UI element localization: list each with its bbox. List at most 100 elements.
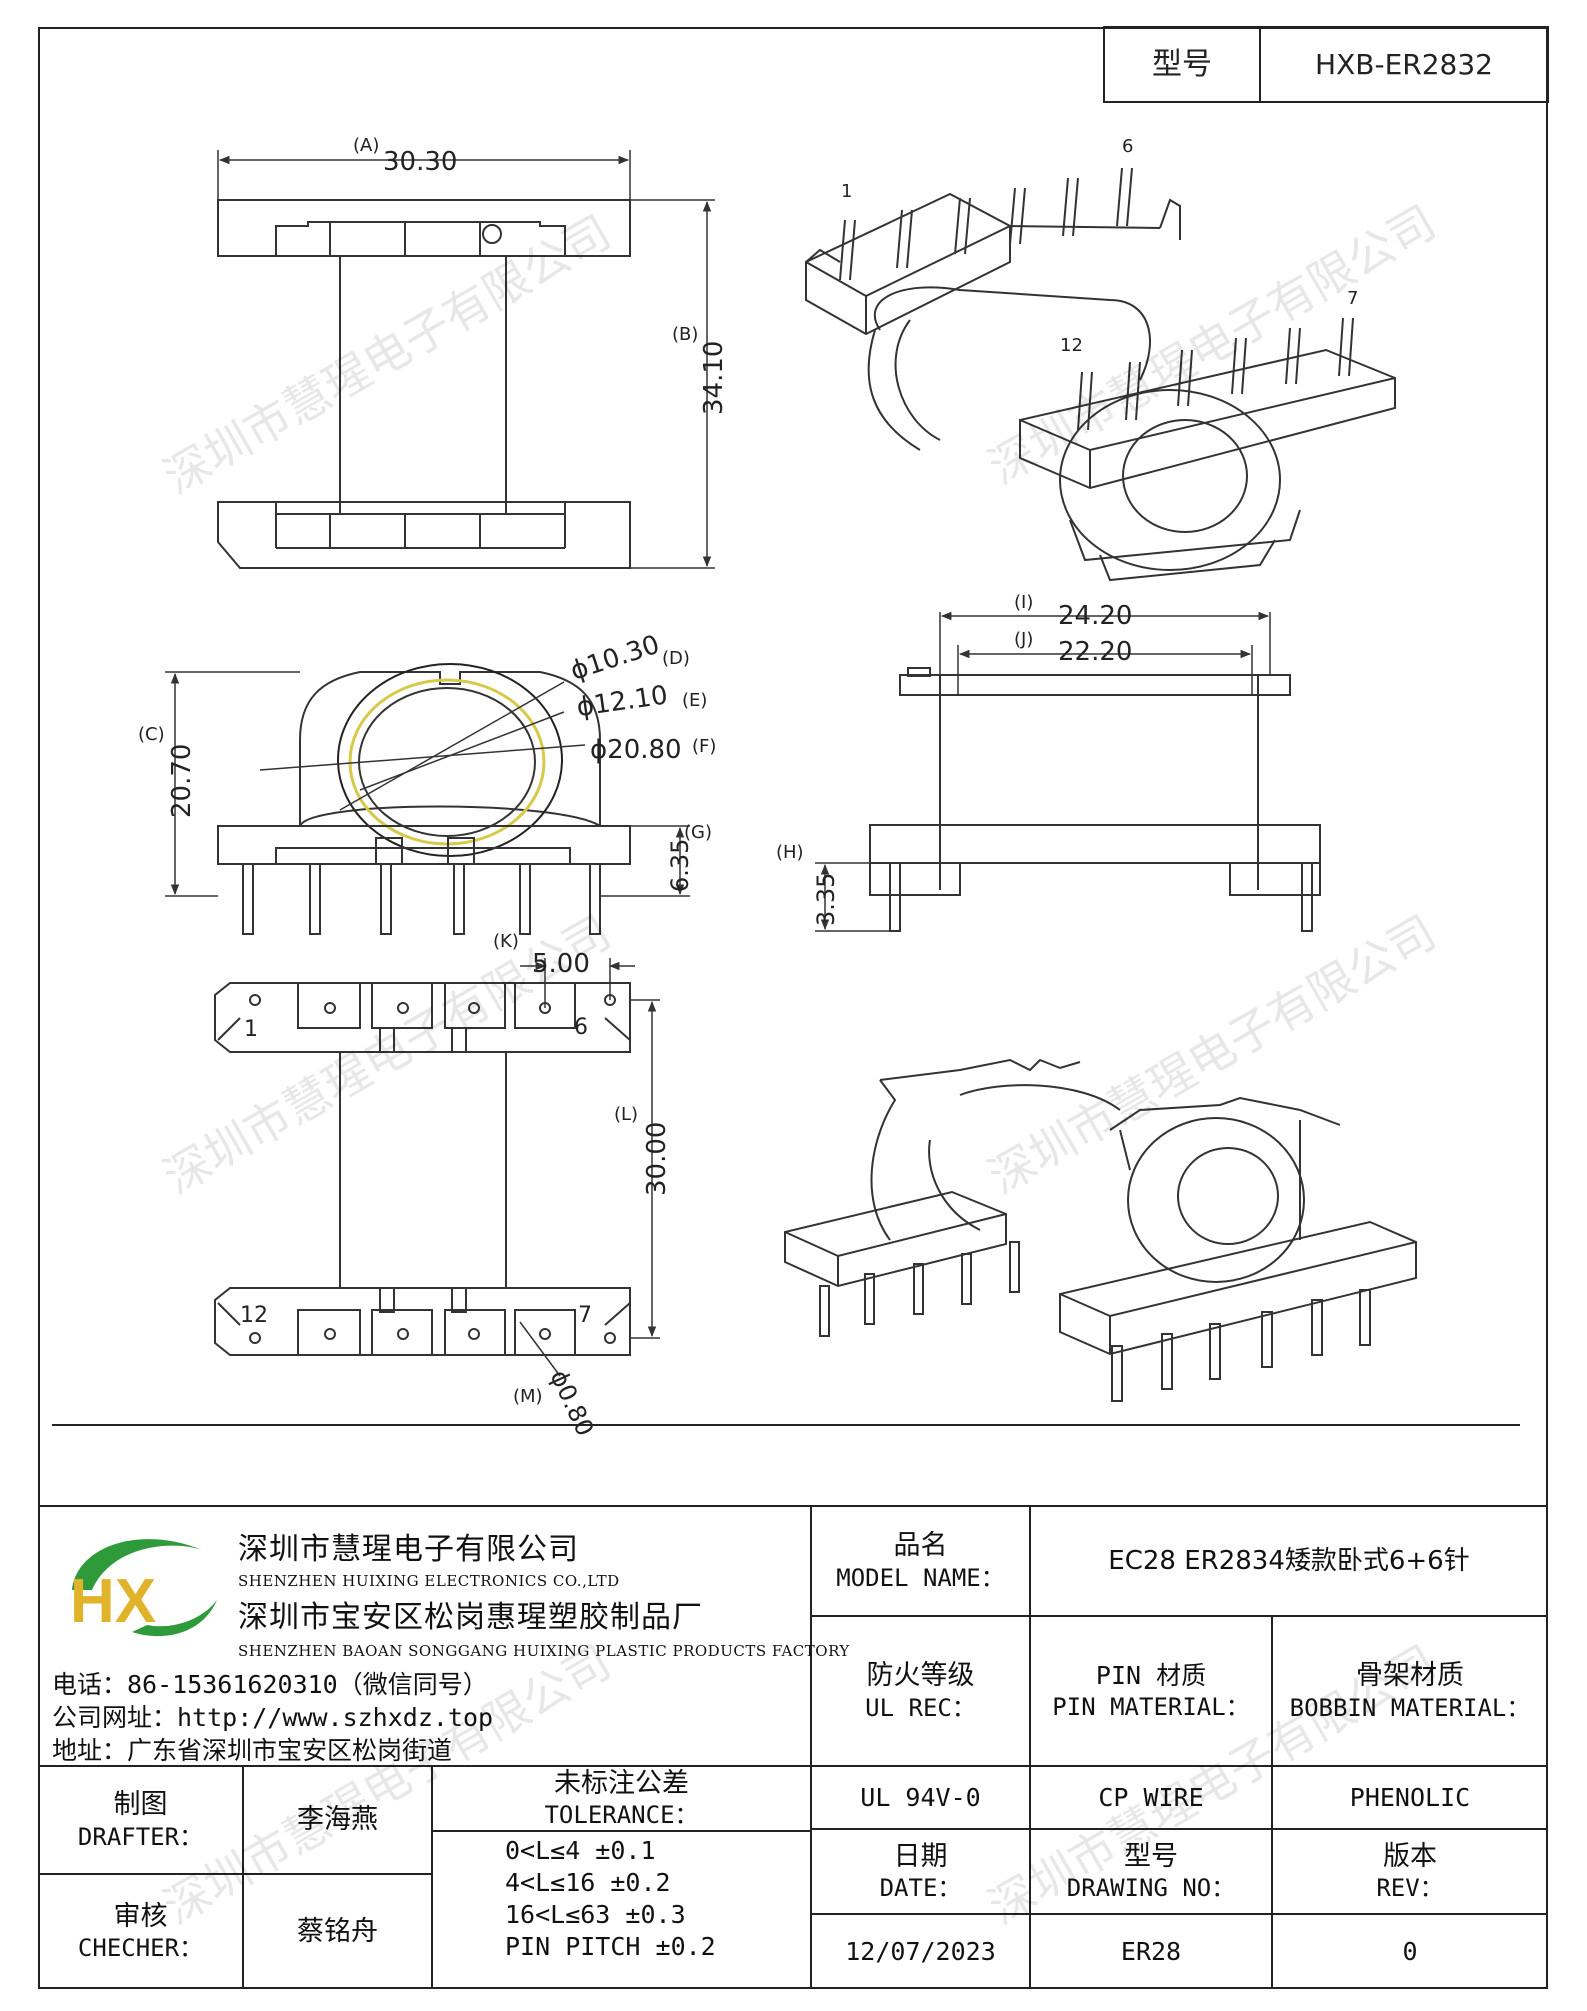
dim-h-lines: [815, 862, 890, 932]
dim-k-value: 5.00: [532, 949, 590, 979]
tolerance-line: 4<L≤16 ±0.2: [505, 1868, 671, 1897]
drawing-no-label: 型号 DRAWING NO：: [1030, 1829, 1272, 1914]
pin-material-label: PIN 材质 PIN MATERIAL：: [1030, 1616, 1272, 1766]
model-name-value-text: EC28 ER2834矮款卧式6+6针: [1108, 1545, 1470, 1576]
dim-l-tag: (L): [614, 1104, 638, 1125]
iso-view-pins-down: [784, 1058, 1417, 1402]
factory-name-en: SHENZHEN BAOAN SONGGANG HUIXING PLASTIC …: [238, 1642, 850, 1660]
iso-pin-label-12: 12: [1060, 335, 1083, 356]
factory-name-cn: 深圳市宝安区松岗惠瑆塑胶制品厂: [238, 1600, 703, 1635]
model-header-box: [1103, 26, 1549, 103]
dim-c-tag: (C): [138, 724, 165, 745]
contact-block: 电话：86-15361620310（微信同号） 公司网址：http://www.…: [52, 1668, 493, 1767]
tolerance-line: 0<L≤4 ±0.1: [505, 1836, 656, 1865]
drafter-label-cn: 制图: [113, 1789, 168, 1821]
bottom-pin-label-7: 7: [578, 1303, 592, 1328]
ul-rec-value-text: UL 94V-0: [860, 1782, 981, 1812]
model-name-label: 品名 MODEL NAME：: [811, 1506, 1030, 1616]
company-name-cn: 深圳市慧瑆电子有限公司: [238, 1532, 579, 1567]
phone: 电话：86-15361620310（微信同号）: [52, 1670, 488, 1699]
drafter-label: 制图 DRAFTER：: [38, 1766, 243, 1874]
bottom-pin-label-1: 1: [244, 1017, 258, 1042]
dim-l-lines: [630, 999, 660, 1339]
dim-b-lines: [630, 199, 715, 569]
dim-g-value: 6.35: [666, 839, 694, 892]
bobbin-material-label-cn: 骨架材质: [1356, 1660, 1464, 1692]
iso-pin-label-6: 6: [1122, 136, 1133, 157]
dim-ij-lines: [939, 611, 1271, 695]
dim-e-value: ϕ12.10: [575, 680, 670, 722]
drafter-value-text: 李海燕: [297, 1804, 378, 1836]
rev-label-en: REV：: [1376, 1874, 1444, 1903]
ul-rec-label-cn: 防火等级: [866, 1660, 975, 1692]
model-name-label-en: MODEL NAME：: [836, 1563, 1005, 1592]
dim-d-value: ϕ10.30: [567, 630, 663, 687]
dim-b-tag: (B): [672, 324, 698, 345]
pin-material-value: CP WIRE: [1030, 1766, 1272, 1829]
checker-value-text: 蔡铭舟: [297, 1915, 378, 1947]
bobbin-material-label: 骨架材质 BOBBIN MATERIAL：: [1272, 1616, 1548, 1766]
dim-f-value: ϕ20.80: [590, 735, 682, 765]
date-label: 日期 DATE：: [811, 1829, 1030, 1914]
bottom-pin-label-6: 6: [574, 1015, 588, 1040]
pin-material-label-cn: PIN 材质: [1095, 1661, 1207, 1691]
dim-b-value: 34.10: [699, 341, 729, 415]
date-label-en: DATE：: [879, 1874, 962, 1903]
model-name-value: EC28 ER2834矮款卧式6+6针: [1030, 1506, 1548, 1616]
bobbin-material-label-en: BOBBIN MATERIAL：: [1289, 1693, 1531, 1722]
model-name-label-cn: 品名: [893, 1530, 948, 1562]
pin-material-value-text: CP WIRE: [1098, 1782, 1204, 1812]
iso-view-pins-up: [805, 167, 1396, 582]
company-logo: HX: [70, 1539, 217, 1637]
tolerance-label-cn: 未标注公差: [554, 1767, 689, 1799]
side-view: [217, 663, 631, 935]
ul-rec-value: UL 94V-0: [811, 1766, 1030, 1829]
dim-m-value: ϕ0.80: [545, 1366, 600, 1441]
bobbin-material-value: PHENOLIC: [1272, 1766, 1548, 1829]
dim-m-leader: [519, 1321, 561, 1377]
iso-pin-label-1: 1: [841, 181, 852, 202]
dim-j-value: 22.20: [1058, 637, 1132, 667]
rev-value-text: 0: [1402, 1936, 1418, 1966]
end-view: [869, 667, 1321, 932]
ul-rec-label-en: UL REC：: [865, 1693, 976, 1722]
dim-g-lines: [600, 825, 690, 897]
dim-i-tag: (I): [1014, 592, 1033, 613]
tolerance-label-en: TOLERANCE：: [544, 1801, 699, 1830]
dim-d-tag: (D): [662, 648, 690, 669]
dim-k-tag: (K): [493, 931, 519, 952]
company-name-block: 深圳市慧瑆电子有限公司 SHENZHEN HUIXING ELECTRONICS…: [238, 1524, 850, 1660]
drawing-no-value-text: ER28: [1120, 1936, 1182, 1966]
bottom-pin-label-12: 12: [240, 1303, 268, 1328]
model-header-label: 型号: [1152, 47, 1212, 82]
dim-e-tag: (E): [682, 690, 707, 711]
top-view: [217, 199, 631, 569]
checker-label-en: CHECHER：: [77, 1934, 204, 1963]
dim-l-value: 30.00: [642, 1122, 672, 1196]
drawing-no-label-cn: 型号: [1124, 1840, 1178, 1872]
dim-g-tag: (G): [684, 822, 712, 843]
dim-a-lines: [217, 150, 631, 200]
drafter-label-en: DRAFTER：: [77, 1822, 204, 1851]
drafter-value: 李海燕: [243, 1766, 432, 1874]
drawing-no-label-en: DRAWING NO：: [1066, 1874, 1236, 1903]
checker-label: 审核 CHECHER：: [38, 1874, 243, 1989]
website: 公司网址：http://www.szhxdz.top: [52, 1703, 494, 1732]
rev-label-cn: 版本: [1383, 1840, 1437, 1872]
dim-k-lines: [520, 958, 635, 1008]
tolerance-line: PIN PITCH ±0.2: [505, 1932, 716, 1961]
model-header-value: HXB-ER2832: [1315, 48, 1493, 81]
dim-m-tag: (M): [513, 1386, 543, 1407]
dim-f-tag: (F): [692, 736, 716, 757]
dim-a-value: 30.30: [383, 147, 457, 177]
date-label-cn: 日期: [893, 1840, 948, 1872]
dim-a-tag: (A): [353, 135, 379, 156]
logo-letters: HX: [70, 1567, 156, 1636]
dim-c-lines: [165, 671, 300, 897]
dim-h-tag: (H): [776, 842, 804, 863]
bottom-view: [214, 982, 631, 1356]
dim-i-value: 24.20: [1058, 601, 1132, 631]
date-value: 12/07/2023: [811, 1914, 1030, 1989]
tolerance-label: 未标注公差 TOLERANCE：: [432, 1766, 811, 1831]
